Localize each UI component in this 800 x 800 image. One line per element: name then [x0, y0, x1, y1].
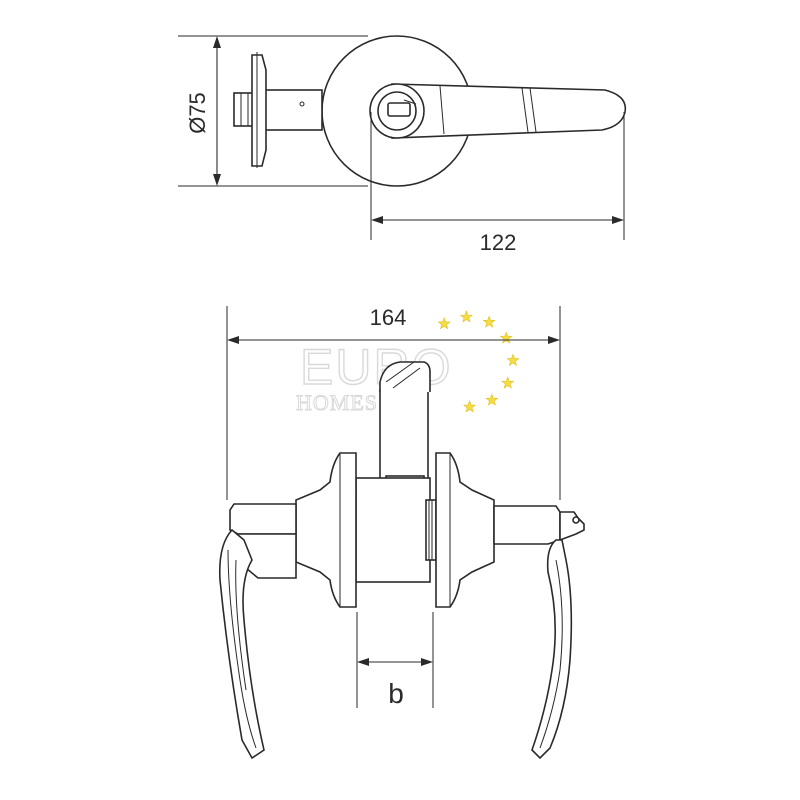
- dim-arrow: [357, 658, 369, 666]
- watermark-brand-line2: HOMES: [296, 390, 378, 415]
- cylinder-key-slot: [385, 361, 421, 389]
- watermark-star-ring: [437, 310, 520, 413]
- dim-arrow: [227, 336, 239, 344]
- latch-pin: [299, 101, 305, 107]
- lever-right-handle: [531, 539, 573, 760]
- watermark-star-icon: [463, 400, 477, 413]
- cylinder-body: [379, 389, 429, 485]
- dim-arrow: [548, 336, 560, 344]
- chassis-spring: [425, 499, 437, 561]
- dim-label-door-thickness: b: [388, 678, 404, 709]
- lever-left-contour: [227, 549, 257, 749]
- dim-arrow: [371, 216, 383, 224]
- dim-label-lever-length: 122: [480, 230, 517, 255]
- dim-arrow: [213, 36, 221, 48]
- dim-arrow: [612, 216, 624, 224]
- lever-right-contour: [539, 559, 563, 749]
- face-plate: [251, 54, 267, 167]
- top-view: Ø75 122: [178, 35, 627, 255]
- watermark-star-icon: [501, 376, 515, 389]
- lock-chassis: [355, 477, 431, 583]
- lever-left-handle: [218, 528, 265, 760]
- lever-right-neck: [493, 505, 561, 545]
- watermark-star-icon: [499, 331, 513, 344]
- watermark-star-icon: [459, 310, 473, 323]
- latch-body: [259, 89, 323, 131]
- cylinder-cap: [379, 361, 431, 392]
- lever-right-tip-button: [572, 516, 580, 524]
- lever-handle-side: [391, 83, 627, 139]
- lever-facets: [439, 85, 537, 135]
- thumb-turn-edge: [403, 99, 417, 105]
- dim-arrow: [421, 658, 433, 666]
- lever-left-contour: [235, 559, 247, 691]
- rose-right: [435, 452, 495, 608]
- dim-label-overall-width: 164: [370, 305, 407, 330]
- watermark-star-icon: [482, 315, 496, 328]
- thumb-turn: [387, 102, 411, 117]
- dim-label-diameter: Ø75: [185, 92, 210, 134]
- watermark-star-icon: [485, 393, 499, 406]
- lever-left-neck: [229, 503, 297, 535]
- watermark-star-icon: [506, 353, 520, 367]
- watermark-star-icon: [437, 316, 451, 330]
- lever-right-tip: [559, 511, 585, 542]
- rose-left: [295, 452, 357, 608]
- dim-arrow: [213, 174, 221, 186]
- front-view: 164 b: [218, 305, 585, 760]
